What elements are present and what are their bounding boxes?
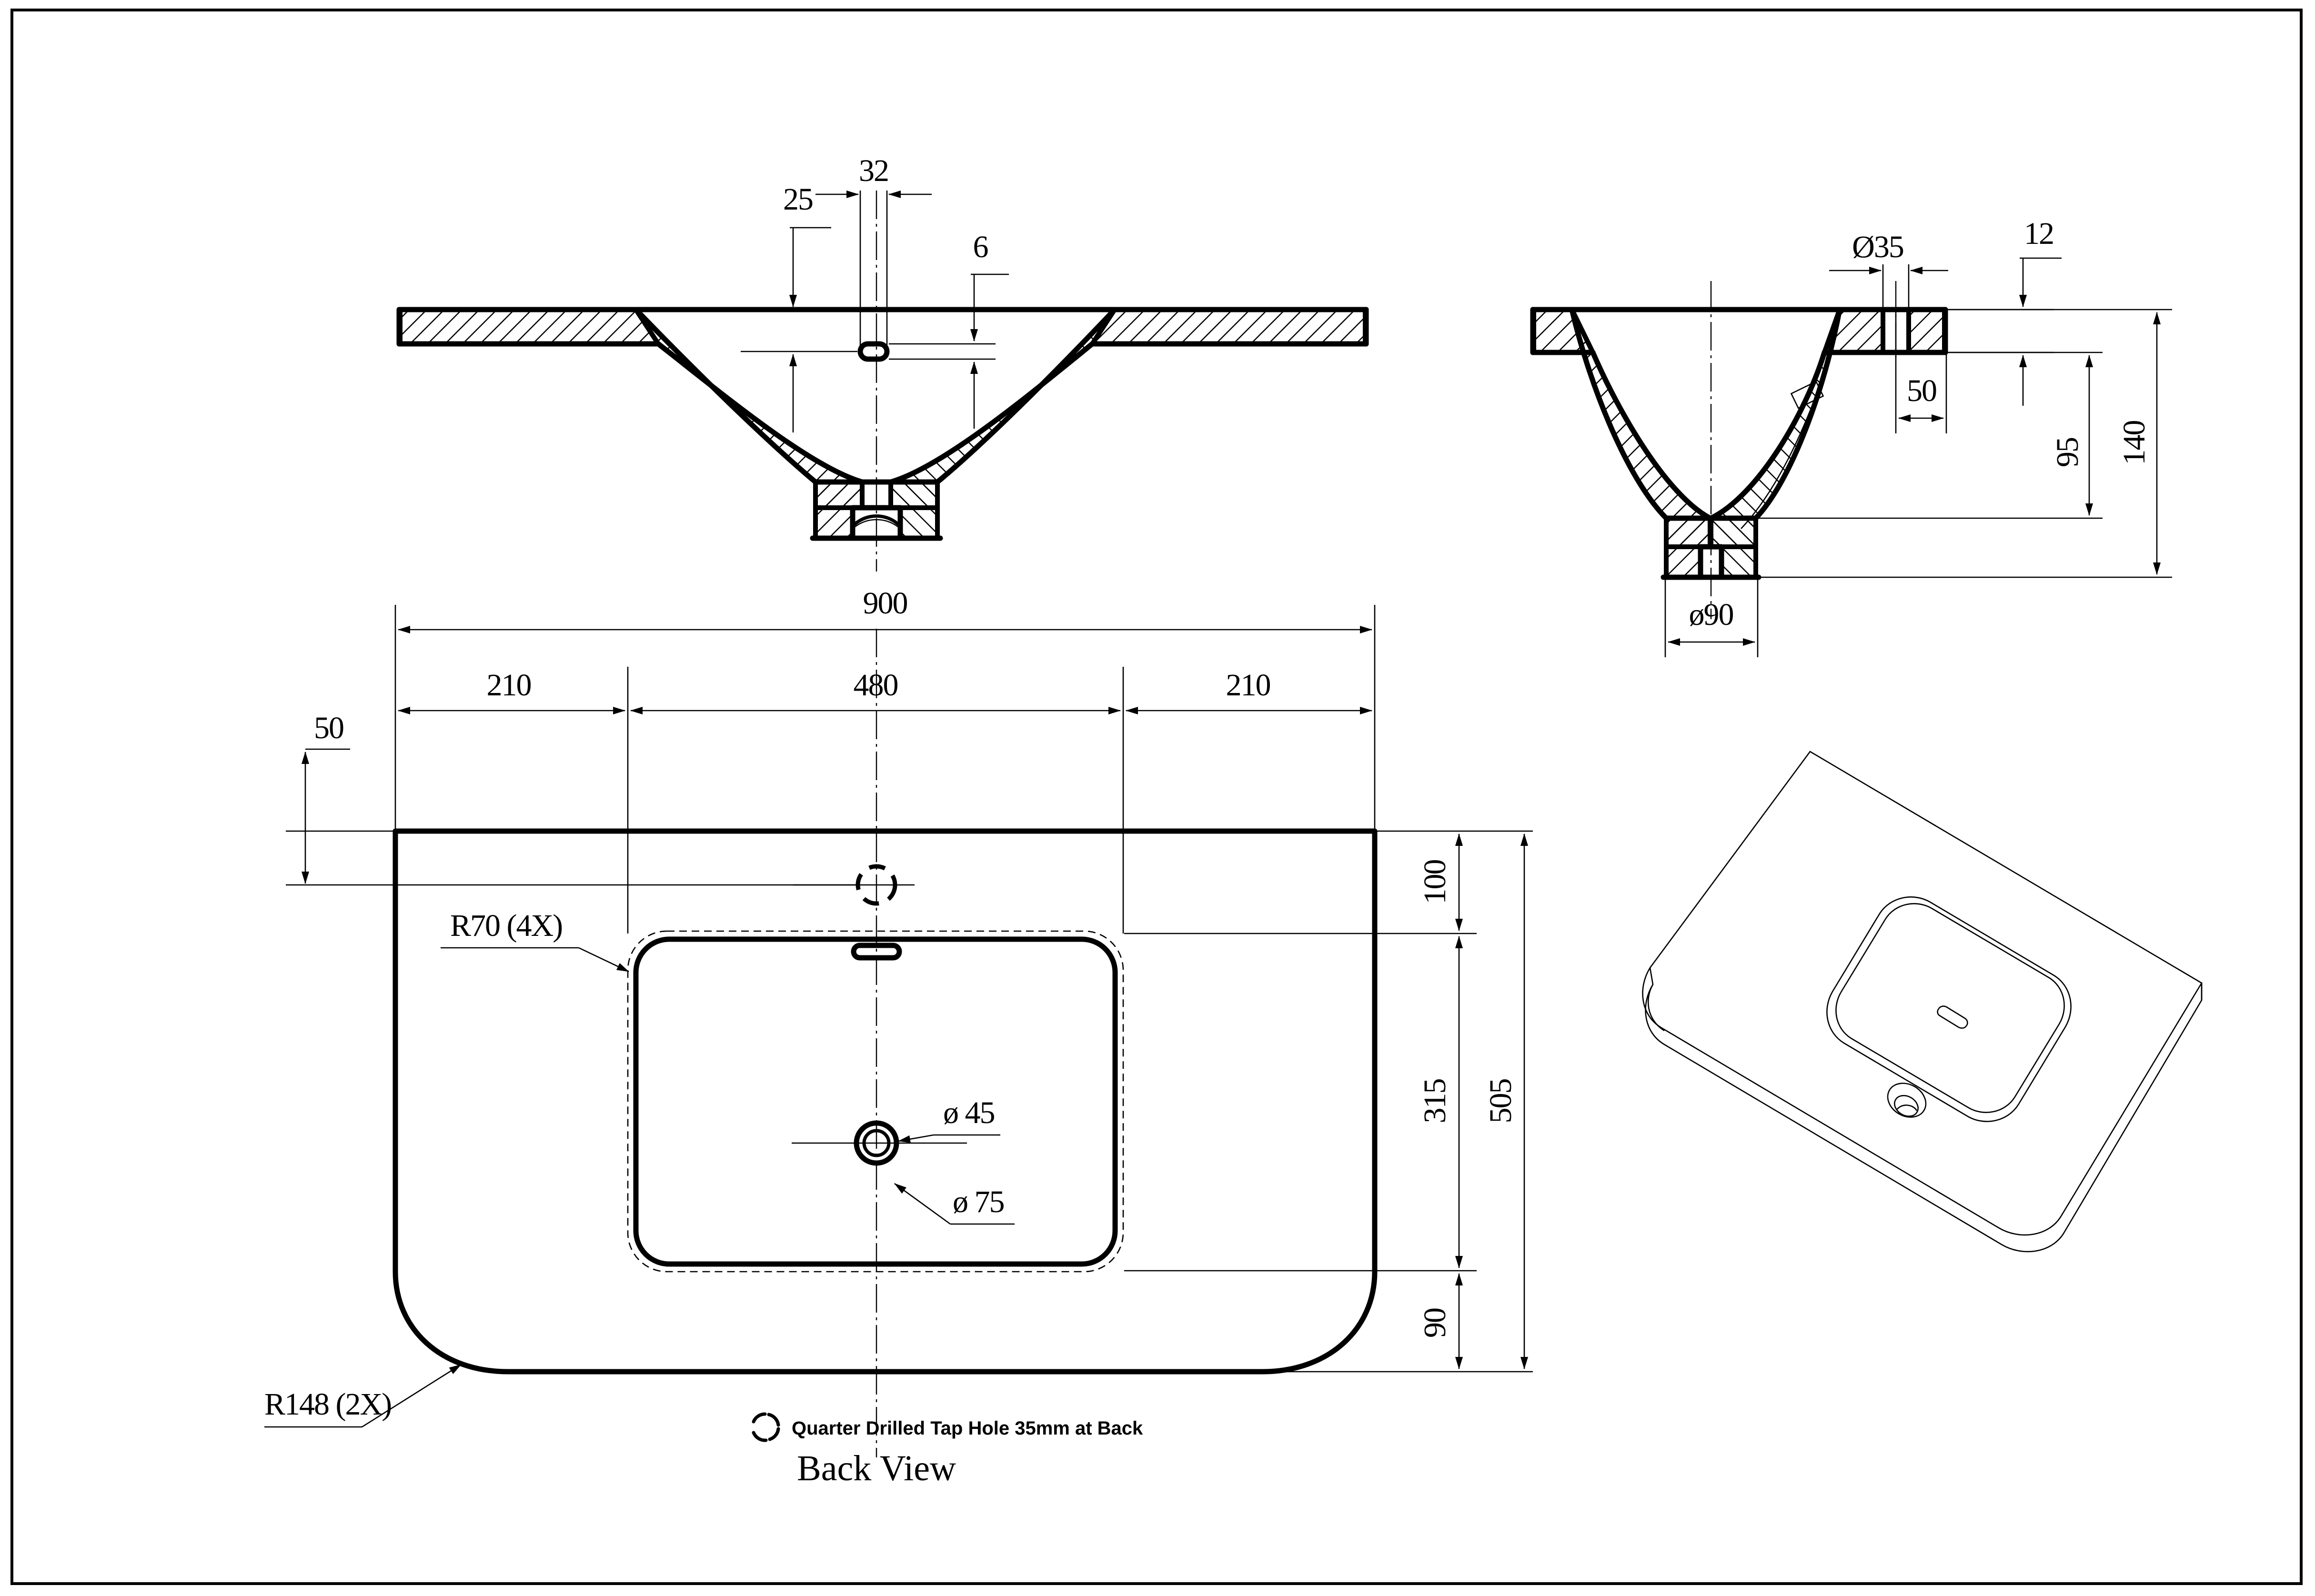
side-bowl-inner-right xyxy=(1753,307,1842,521)
front-rim-left xyxy=(398,307,661,346)
dim-480-label: 480 xyxy=(854,668,898,703)
dim-50-label: 50 xyxy=(1907,373,1936,408)
side-bowl-inner-left xyxy=(1569,307,1669,521)
front-bowl-inner-profile-right xyxy=(935,307,1117,485)
dim-95-label: 95 xyxy=(2050,438,2085,467)
iso-thickness-edge xyxy=(1645,967,2203,1253)
iso-top-face xyxy=(1642,751,2203,1236)
dim-100-label: 100 xyxy=(1418,860,1452,904)
front-waste-arc xyxy=(853,514,900,526)
callout-d45-leader xyxy=(898,1134,934,1143)
side-overflow-slot xyxy=(1790,381,1824,409)
dim-90-label: 90 xyxy=(1418,1308,1452,1338)
side-bowl-wall-left xyxy=(1570,307,1712,549)
front-bowl-outer-profile-right xyxy=(888,341,1095,485)
dim-50b-label: 50 xyxy=(314,711,343,745)
iso-bowl-inner xyxy=(1835,903,2065,1113)
dim-210a-label: 210 xyxy=(487,668,531,703)
dim-6-label: 6 xyxy=(973,230,988,264)
dim-900-label: 900 xyxy=(863,586,907,621)
front-bowl-outer-profile xyxy=(655,341,865,485)
plan-bowl-edge-dashed xyxy=(627,930,1124,1273)
iso-waste-outer xyxy=(1887,1083,1927,1118)
callout-d45-label: ø 45 xyxy=(943,1095,995,1130)
front-bowl-inner-profile xyxy=(633,307,818,485)
isometric-view xyxy=(1642,751,2203,1253)
side-section-view: Ø35 12 50 95 140 xyxy=(1530,216,2172,657)
callout-d75-label: ø 75 xyxy=(953,1184,1004,1219)
quarter-circle-icon xyxy=(752,1412,780,1442)
iso-waste-inner xyxy=(1894,1095,1919,1117)
front-section-view: 32 25 6 xyxy=(396,153,1369,572)
side-bowl-outer-left xyxy=(1590,350,1713,521)
iso-waste-arc xyxy=(1896,1104,1918,1111)
tap-hole-note: Quarter Drilled Tap Hole 35mm at Back xyxy=(752,1412,1143,1442)
dim-315-label: 315 xyxy=(1418,1079,1452,1124)
dim-140-label: 140 xyxy=(2117,421,2152,465)
iso-bowl-outer xyxy=(1826,896,2072,1122)
plan-view-title: Back View xyxy=(797,1448,956,1488)
side-bowl-wall-right xyxy=(1709,307,1842,549)
plan-bowl-rim xyxy=(633,936,1118,1267)
callout-r70-leader xyxy=(578,947,629,973)
side-rim-right-outer xyxy=(1906,307,1947,355)
callout-r148-leader xyxy=(362,1364,462,1428)
iso-inner-thickness-line xyxy=(1647,984,1665,1032)
callout-d75-leader xyxy=(894,1183,951,1225)
dim-32-label: 32 xyxy=(859,153,888,188)
callout-r148-label: R148 (2X) xyxy=(264,1387,391,1422)
dim-12-label: 12 xyxy=(2024,216,2053,251)
dim-d35-label: Ø35 xyxy=(1852,230,1903,264)
front-rim-right xyxy=(1090,307,1368,346)
front-bowl-wall-left xyxy=(634,307,865,510)
iso-overflow-slot xyxy=(1937,1005,1968,1029)
sheet-border xyxy=(10,9,2303,1585)
dim-505-label: 505 xyxy=(1483,1079,1518,1124)
side-bowl-wall-crease xyxy=(1741,333,1837,529)
dim-25-label: 25 xyxy=(783,182,813,217)
side-bowl-outer-right xyxy=(1708,350,1827,521)
callout-r70-label: R70 (4X) xyxy=(450,908,562,943)
dim-210b-label: 210 xyxy=(1226,668,1270,703)
plan-view: 900 210 480 210 50 100 315 90 505 xyxy=(264,586,1533,1488)
front-overflow-slot xyxy=(857,341,890,362)
front-bowl-wall-right xyxy=(888,307,1117,510)
dim-d90-label: ø90 xyxy=(1689,597,1733,632)
tap-hole-note-text: Quarter Drilled Tap Hole 35mm at Back xyxy=(792,1418,1143,1439)
